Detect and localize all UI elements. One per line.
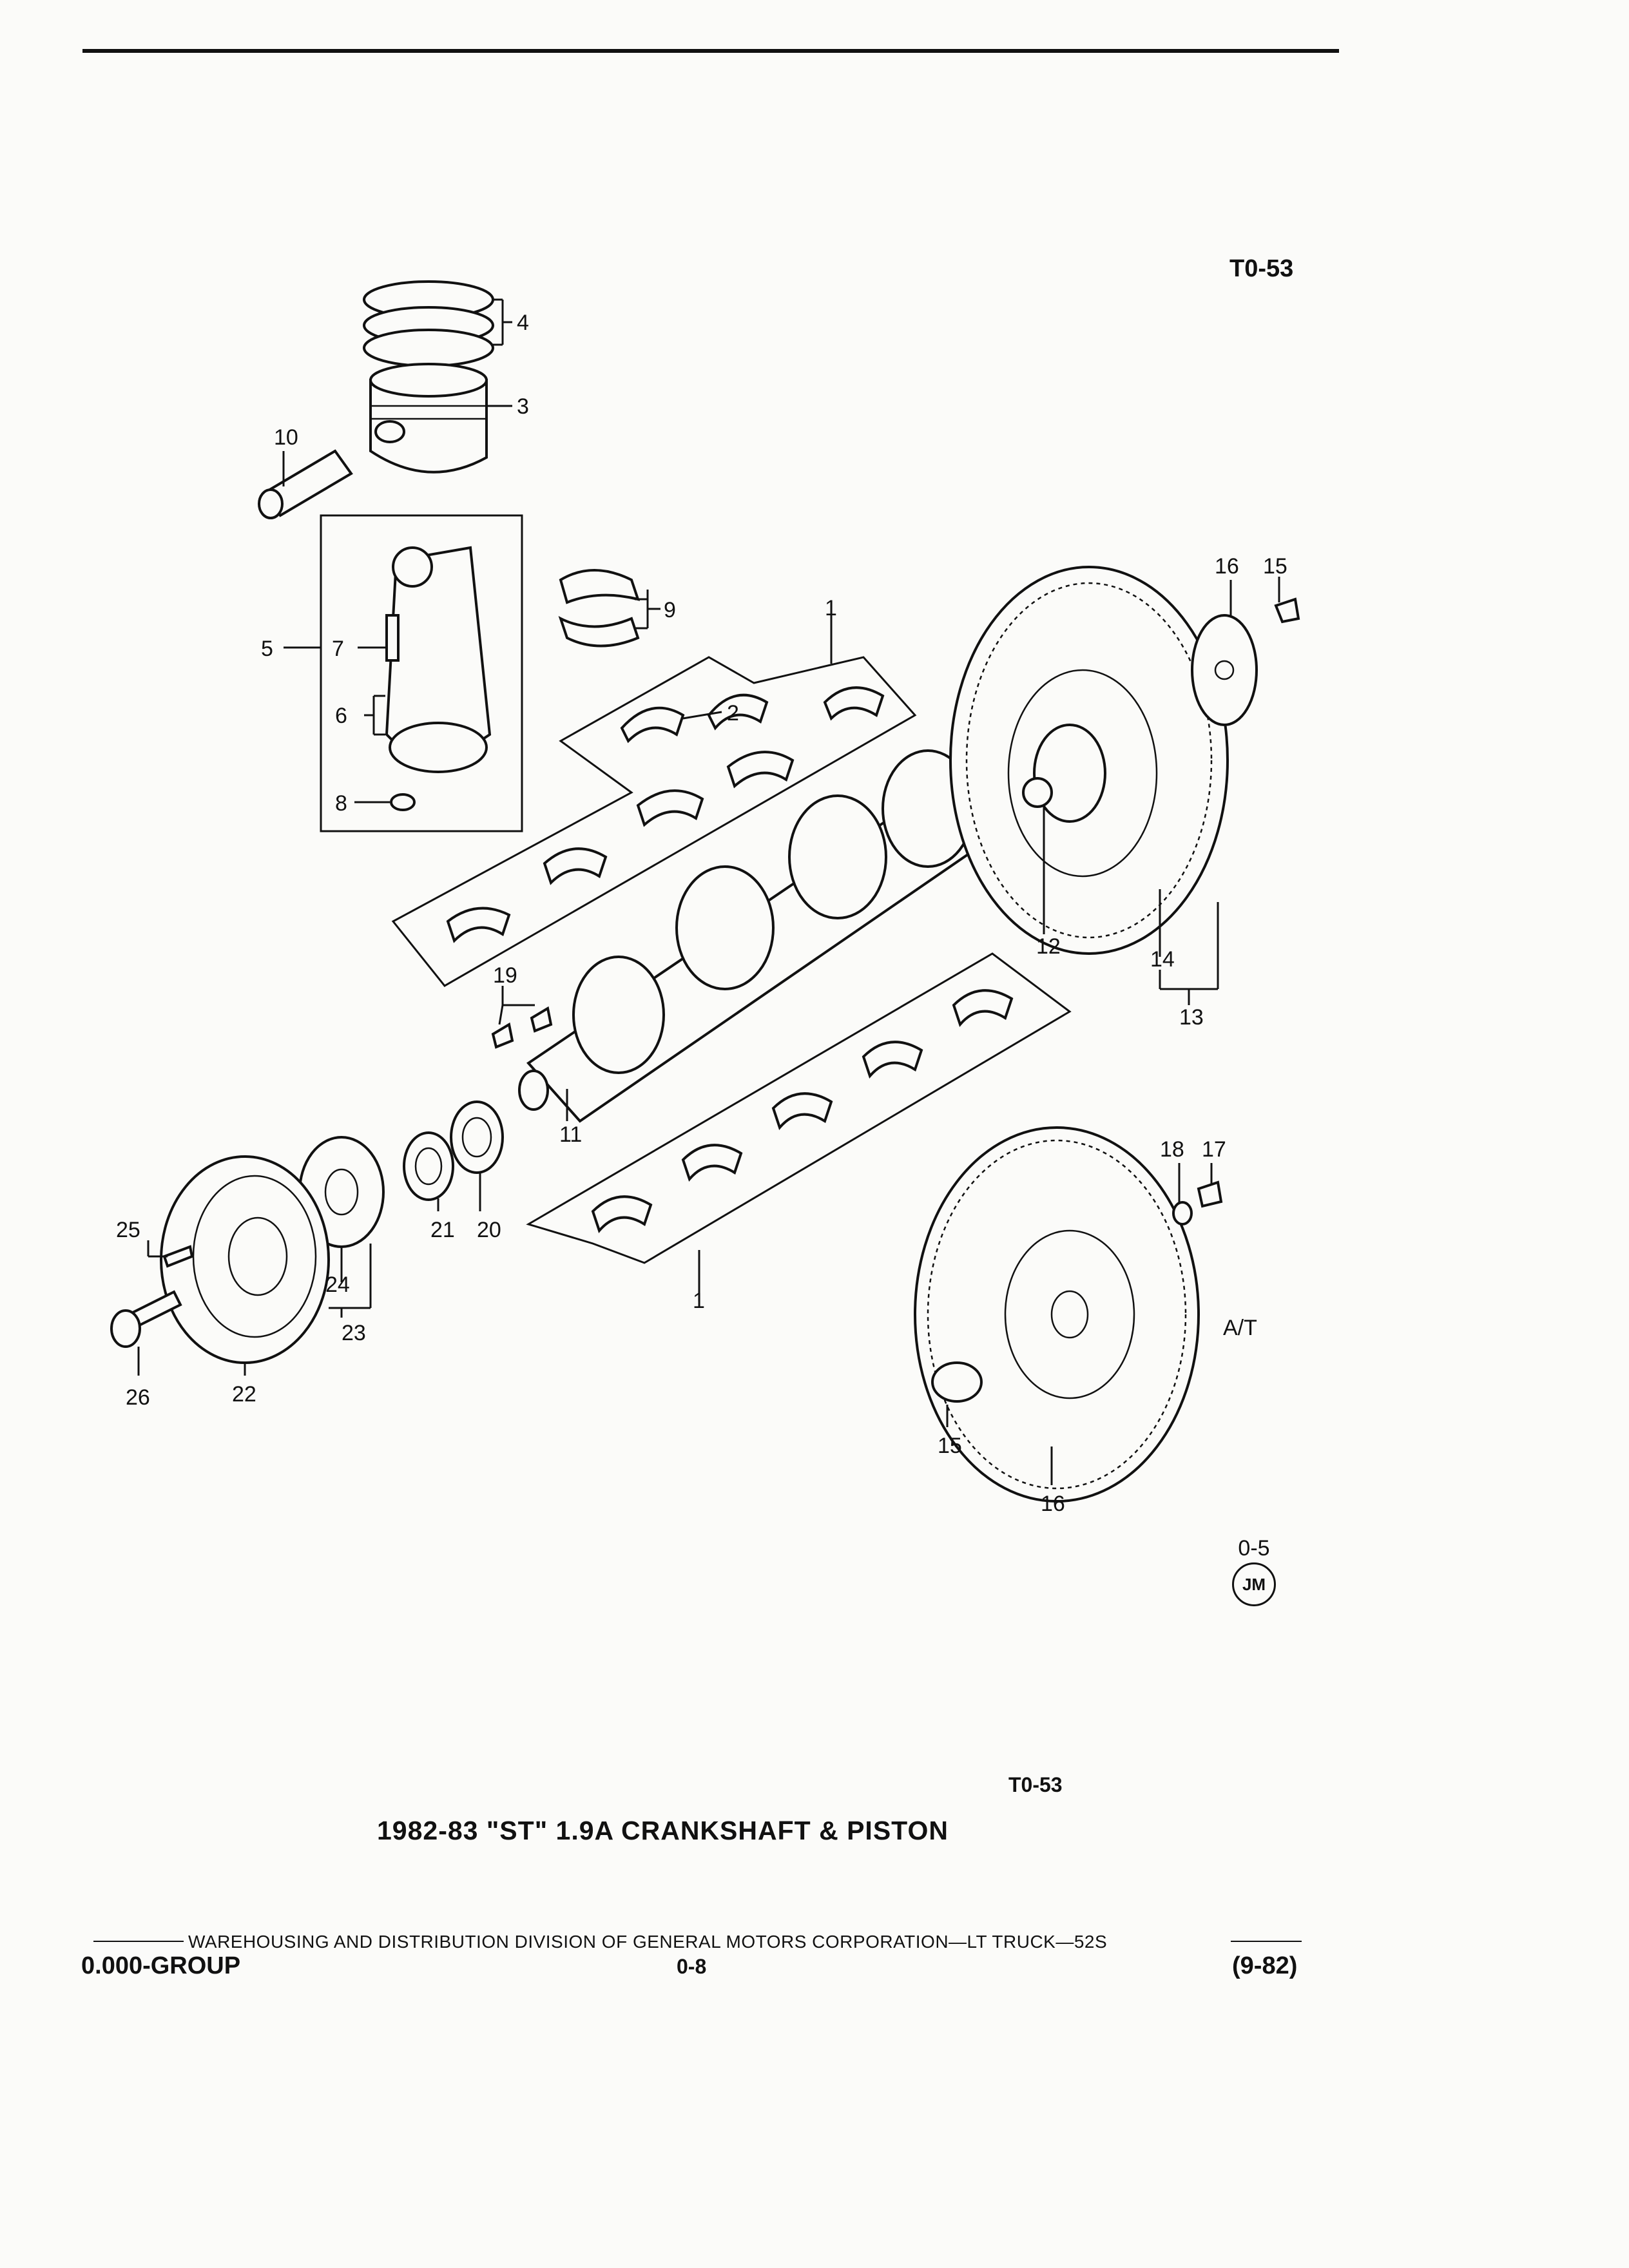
callout-18: 16 — [1041, 1492, 1065, 1516]
crankshaft — [518, 749, 994, 1123]
callout-9: 9 — [664, 598, 676, 622]
callout-10: 10 — [274, 425, 298, 450]
callout-11: 11 — [559, 1122, 582, 1147]
upper-main-bearing-panel — [391, 656, 917, 987]
page-title: 1982-83 "ST" 1.9A CRANKSHAFT & PISTON — [377, 1816, 949, 1845]
piston-pin — [258, 449, 353, 519]
callout-14: 14 — [1150, 947, 1175, 972]
footer-group: 0.000-GROUP — [81, 1952, 241, 1979]
footer-line: WAREHOUSING AND DISTRIBUTION DIVISION OF… — [188, 1932, 1108, 1952]
callout-17: 15 — [938, 1434, 962, 1458]
leader-lines — [137, 298, 1280, 1485]
keys — [491, 1006, 553, 1049]
callout-4: 4 — [517, 311, 529, 335]
callout-2: 2 — [727, 701, 739, 726]
callout-16: 16 — [1215, 554, 1239, 579]
callout-22: 20 — [477, 1218, 501, 1242]
flywheel-plate — [1191, 597, 1300, 726]
callout-21: 19 — [493, 963, 517, 988]
callout-26: 24 — [325, 1273, 350, 1297]
callout-5: 5 — [261, 637, 273, 661]
callout-15: 15 — [1263, 554, 1287, 579]
callout-28: 26 — [126, 1385, 150, 1410]
footer-page: 0-8 — [677, 1955, 707, 1978]
stamp-initials: JM — [1232, 1562, 1276, 1606]
crank-gears — [403, 1100, 504, 1201]
at-label: A/T — [1223, 1316, 1257, 1340]
callout-20: 18 — [1160, 1137, 1184, 1162]
callout-7: 7 — [332, 637, 344, 661]
callout-25: 23 — [342, 1321, 366, 1345]
callout-8: 8 — [335, 791, 347, 816]
lower-main-bearing-panel — [526, 952, 1072, 1264]
caption-code: T0-53 — [1008, 1773, 1063, 1796]
diagram-code-top: T0-53 — [1229, 255, 1294, 282]
callout-1-bottom: 1 — [693, 1289, 705, 1313]
footer-date: (9-82) — [1232, 1952, 1298, 1979]
callout-6: 6 — [335, 704, 347, 728]
callout-19: 17 — [1202, 1137, 1226, 1162]
callout-1-top: 1 — [825, 596, 837, 620]
flexplate-automatic — [914, 1126, 1223, 1503]
piston — [369, 363, 488, 474]
stamp: 0-5 JM — [1232, 1536, 1276, 1606]
connecting-rod-group — [320, 514, 523, 832]
flywheel-manual — [949, 566, 1229, 955]
callout-12: 12 — [1036, 934, 1061, 959]
piston-rings — [363, 280, 494, 367]
callout-27: 25 — [116, 1218, 140, 1242]
conrod-bearing — [558, 569, 641, 648]
footer-dash-left — [93, 1941, 184, 1942]
callout-24: 22 — [232, 1382, 256, 1407]
callout-labels: 4 3 10 5 7 6 8 9 1 2 19 11 12 14 13 16 1… — [116, 311, 1287, 1516]
stamp-number: 0-5 — [1238, 1536, 1270, 1561]
top-rule — [82, 49, 1339, 53]
pulley-bolts — [110, 1245, 194, 1348]
callout-3: 3 — [517, 394, 529, 419]
callout-13: 13 — [1179, 1005, 1204, 1030]
footer-dash-right — [1231, 1941, 1302, 1942]
callout-23: 21 — [430, 1218, 455, 1242]
